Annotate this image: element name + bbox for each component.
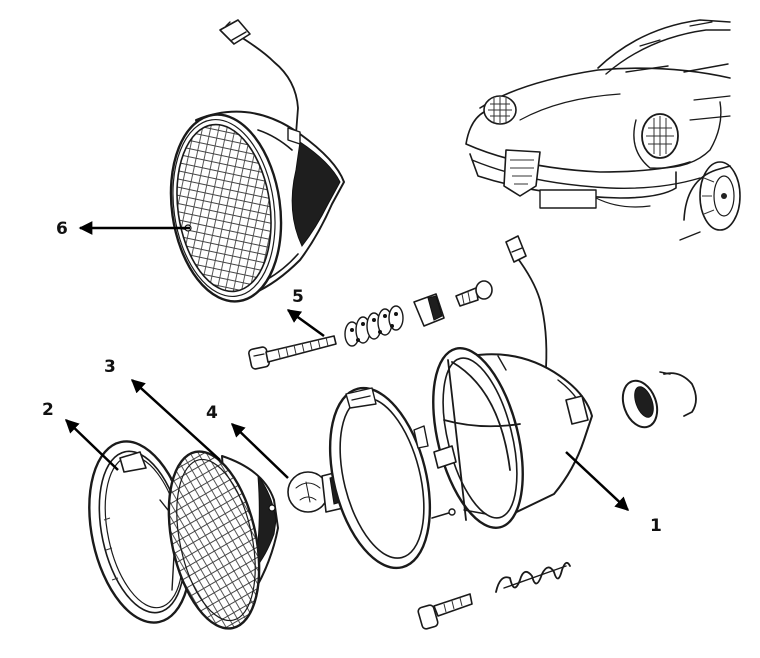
callout-2: 2 (42, 400, 119, 471)
callout-1-label: 1 (650, 516, 662, 536)
car-illustration (465, 19, 741, 241)
callout-6-label: 6 (56, 219, 68, 239)
complete-headlamp-unit (169, 19, 345, 303)
spring-and-screw (417, 561, 571, 630)
sealed-beam-lens (167, 450, 279, 630)
callout-5: 5 (286, 287, 325, 338)
callout-3: 3 (104, 357, 221, 461)
callout-6: 6 (56, 219, 190, 239)
mounting-ring (328, 386, 456, 570)
callout-5-label: 5 (292, 287, 304, 307)
callout-4-label: 4 (206, 403, 218, 423)
callout-4: 4 (206, 403, 289, 479)
callout-3-label: 3 (104, 357, 116, 377)
callout-2-label: 2 (42, 400, 54, 420)
callout-1: 1 (565, 451, 662, 536)
adjuster-screw-assembly (248, 280, 493, 370)
small-cup-and-clip (621, 371, 697, 429)
headlamp-housing (432, 235, 593, 529)
